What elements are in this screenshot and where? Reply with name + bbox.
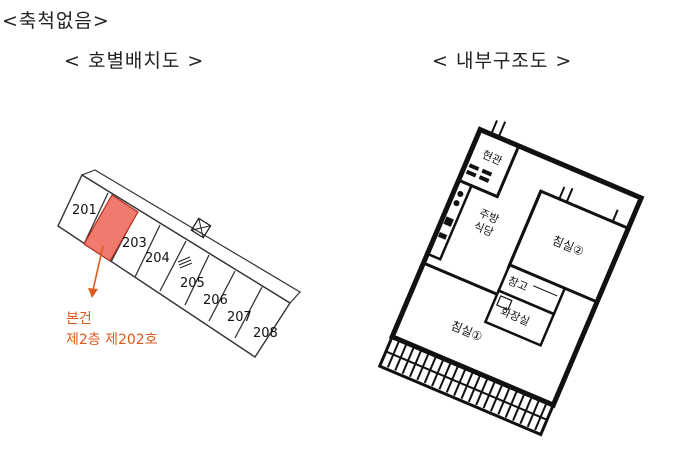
corridor-strip (80, 169, 301, 304)
unit-divider (159, 240, 187, 292)
kitchen-label: 주방식당 (472, 206, 501, 239)
unit-label: 201 (72, 203, 97, 218)
callout-subject-label: 본건 (66, 311, 92, 327)
storage-shelf (533, 285, 558, 297)
bedroom-2-label: 침실② (550, 233, 586, 259)
shoe-rack (465, 163, 493, 183)
unit-layout-plan: 201 203 204 205 206 207 208 (57, 169, 301, 358)
entrance-area (456, 127, 521, 199)
interior-wall (422, 261, 498, 296)
floor-plan-title: < 내부구조도 > (432, 50, 573, 72)
unit-divider (234, 286, 263, 339)
unit-label: 207 (227, 310, 252, 325)
unit-label: 208 (253, 326, 278, 341)
unit-label: 204 (145, 251, 170, 266)
interior-floor-plan: 현관 주방식당 침실② 창고 화장실 (377, 120, 645, 437)
unit-label: 203 (122, 236, 147, 251)
unit-divider (134, 224, 161, 278)
entrance-label: 현관 (480, 148, 504, 168)
unit-divider (208, 270, 236, 322)
toilet-fixture (496, 295, 513, 311)
callout-arrow-head (88, 288, 98, 298)
bedroom-1-label: 침실① (449, 318, 485, 344)
scale-note: <축척없음> (2, 10, 110, 32)
top-wall-stubs (490, 120, 619, 223)
bathroom (483, 288, 556, 347)
highlighted-unit-202 (83, 194, 139, 262)
callout-unit-label: 제2층 제202호 (66, 332, 158, 348)
callout-arrow-line (92, 245, 104, 291)
stair-box (190, 217, 212, 239)
stair-hatch (177, 256, 193, 269)
unit-divider (83, 192, 109, 245)
layout-plan-title: < 호별배치도 > (64, 50, 205, 72)
balcony-railing (385, 341, 548, 431)
kitchen-counter (425, 178, 474, 261)
unit-divider (184, 254, 210, 306)
unit-label: 206 (203, 293, 228, 308)
unit-label: 205 (180, 276, 205, 291)
storage-label: 창고 (506, 274, 530, 294)
kitchen-fixtures (437, 190, 464, 240)
stair-box-cross (191, 225, 211, 231)
